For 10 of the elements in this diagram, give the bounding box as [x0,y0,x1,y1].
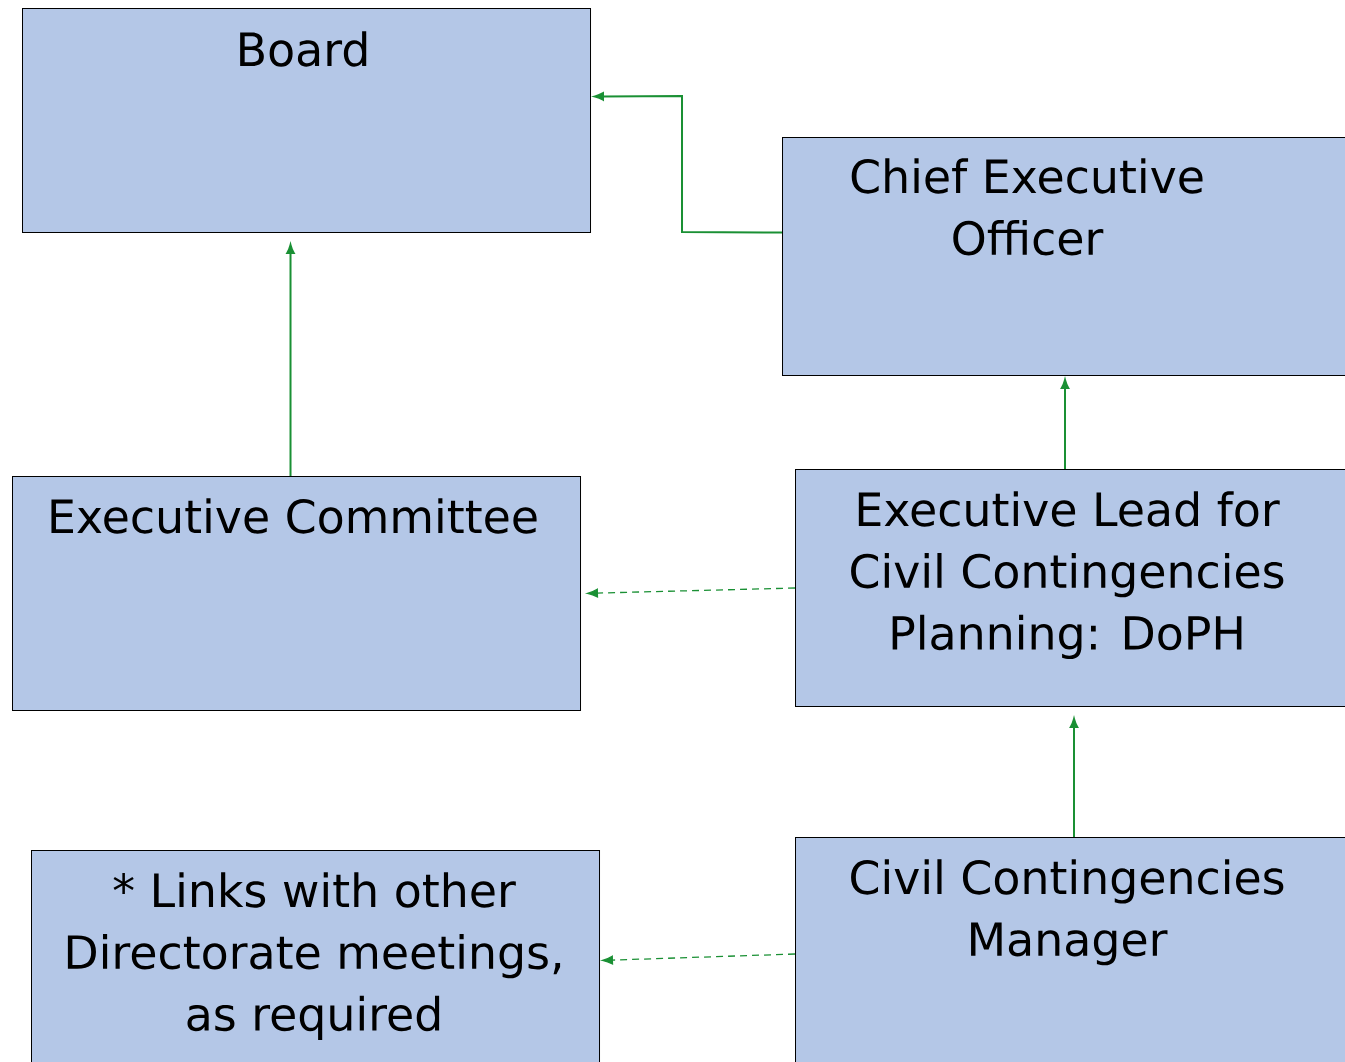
arrow [602,953,796,965]
org-box: Chief Executive Officer [782,137,1345,376]
org-box: Board [22,8,591,233]
arrow [1060,379,1070,470]
org-box: * Links with other Directorate meetings, as required [31,850,600,1062]
arrow [1069,718,1079,838]
org-box: Executive Lead for Civil Contingencies Planning: DoPH [795,469,1345,707]
arrow [587,587,796,598]
org-box: Executive Committee [12,476,581,711]
org-box: Civil Contingencies Manager [795,837,1345,1062]
